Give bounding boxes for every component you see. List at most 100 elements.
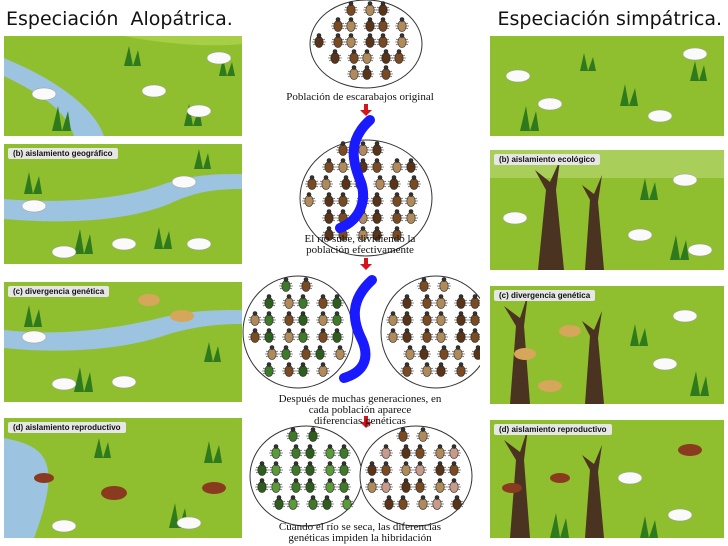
beetle	[356, 141, 370, 156]
beetle	[337, 478, 351, 493]
arrow-down-2	[360, 258, 372, 270]
sympatric-scene-d	[502, 428, 702, 538]
beetle	[360, 49, 374, 64]
beetle	[379, 478, 393, 493]
beetle	[306, 495, 320, 510]
beetle	[272, 495, 286, 510]
beetle	[262, 362, 276, 377]
beetle	[265, 345, 279, 360]
panel-label: (b) aislamiento geográfico	[8, 148, 118, 159]
beetle	[296, 311, 310, 326]
beetle	[404, 192, 418, 207]
arrow-down-3	[360, 416, 372, 428]
beetle	[299, 345, 313, 360]
beetle	[289, 461, 303, 476]
beetle	[347, 65, 361, 80]
beetle	[282, 328, 296, 343]
beetle	[399, 444, 413, 459]
beetle	[468, 328, 480, 343]
beetle	[373, 175, 387, 190]
beetle	[400, 362, 414, 377]
beetle	[417, 277, 431, 292]
beetle	[363, 17, 377, 32]
beetle	[347, 49, 361, 64]
beetle	[262, 311, 276, 326]
beetle	[390, 192, 404, 207]
beetle	[313, 345, 327, 360]
beetle	[303, 478, 317, 493]
beetle	[392, 49, 406, 64]
beetle	[403, 345, 417, 360]
beetle	[454, 362, 468, 377]
beetle	[296, 362, 310, 377]
beetle	[316, 294, 330, 309]
left-population-circle	[242, 275, 354, 389]
sympatric-panel-b: (b) aislamiento ecológico	[490, 150, 724, 270]
beetle	[420, 362, 434, 377]
beetle	[379, 65, 393, 80]
beetle	[451, 345, 465, 360]
beetle	[434, 294, 448, 309]
beetle	[396, 427, 410, 442]
beetle	[395, 17, 409, 32]
beetle	[433, 444, 447, 459]
beetle	[248, 311, 262, 326]
beetle	[336, 158, 350, 173]
beetle	[379, 444, 393, 459]
beetle	[319, 175, 333, 190]
beetle	[390, 209, 404, 224]
beetle	[323, 444, 337, 459]
beetle	[468, 294, 480, 309]
panel-label: (d) aislamiento reproductivo	[8, 422, 126, 433]
beetle	[434, 362, 448, 377]
beetle	[312, 33, 326, 48]
allopatric-scene-c	[4, 294, 242, 392]
beetle	[282, 294, 296, 309]
beetle	[454, 311, 468, 326]
beetle	[454, 294, 468, 309]
beetle	[370, 209, 384, 224]
beetle	[376, 1, 390, 16]
sympatric-title: Especiación simpátrica.	[497, 8, 722, 30]
beetle	[262, 294, 276, 309]
arrow-down-1	[360, 104, 372, 116]
beetle	[356, 226, 370, 241]
beetle	[454, 328, 468, 343]
allopatric-panel-d: (d) aislamiento reproductivo	[4, 418, 242, 538]
caption-river-rises: El río sube, dividiendo la población efe…	[304, 233, 416, 256]
beetle	[399, 478, 413, 493]
beetle	[333, 345, 347, 360]
right-diverged-population-circle	[359, 425, 473, 527]
beetle	[390, 158, 404, 173]
beetle	[400, 328, 414, 343]
allopatric-panel-c: (c) divergencia genética	[4, 282, 242, 402]
beetle	[331, 33, 345, 48]
beetle	[376, 33, 390, 48]
beetle	[468, 311, 480, 326]
beetle	[370, 192, 384, 207]
beetle	[336, 141, 350, 156]
beetle	[340, 495, 354, 510]
allopatric-scene-a	[4, 36, 242, 136]
beetle	[360, 65, 374, 80]
panel-label: (b) aislamiento ecológico	[494, 154, 601, 165]
beetle	[322, 209, 336, 224]
beetle	[289, 478, 303, 493]
beetle	[404, 158, 418, 173]
beetle	[434, 328, 448, 343]
river-barrier-2	[339, 275, 377, 383]
beetle	[296, 294, 310, 309]
beetle	[370, 226, 384, 241]
river-barrier-1	[335, 115, 375, 233]
right-population-circle	[380, 275, 480, 389]
beetle	[413, 478, 427, 493]
original-population-circle	[309, 0, 423, 89]
beetle	[282, 362, 296, 377]
beetle	[370, 158, 384, 173]
sympatric-scene-a	[505, 47, 708, 131]
beetle	[262, 328, 276, 343]
beetle	[365, 461, 379, 476]
beetle	[396, 495, 410, 510]
beetle	[330, 294, 344, 309]
beetle	[337, 444, 351, 459]
